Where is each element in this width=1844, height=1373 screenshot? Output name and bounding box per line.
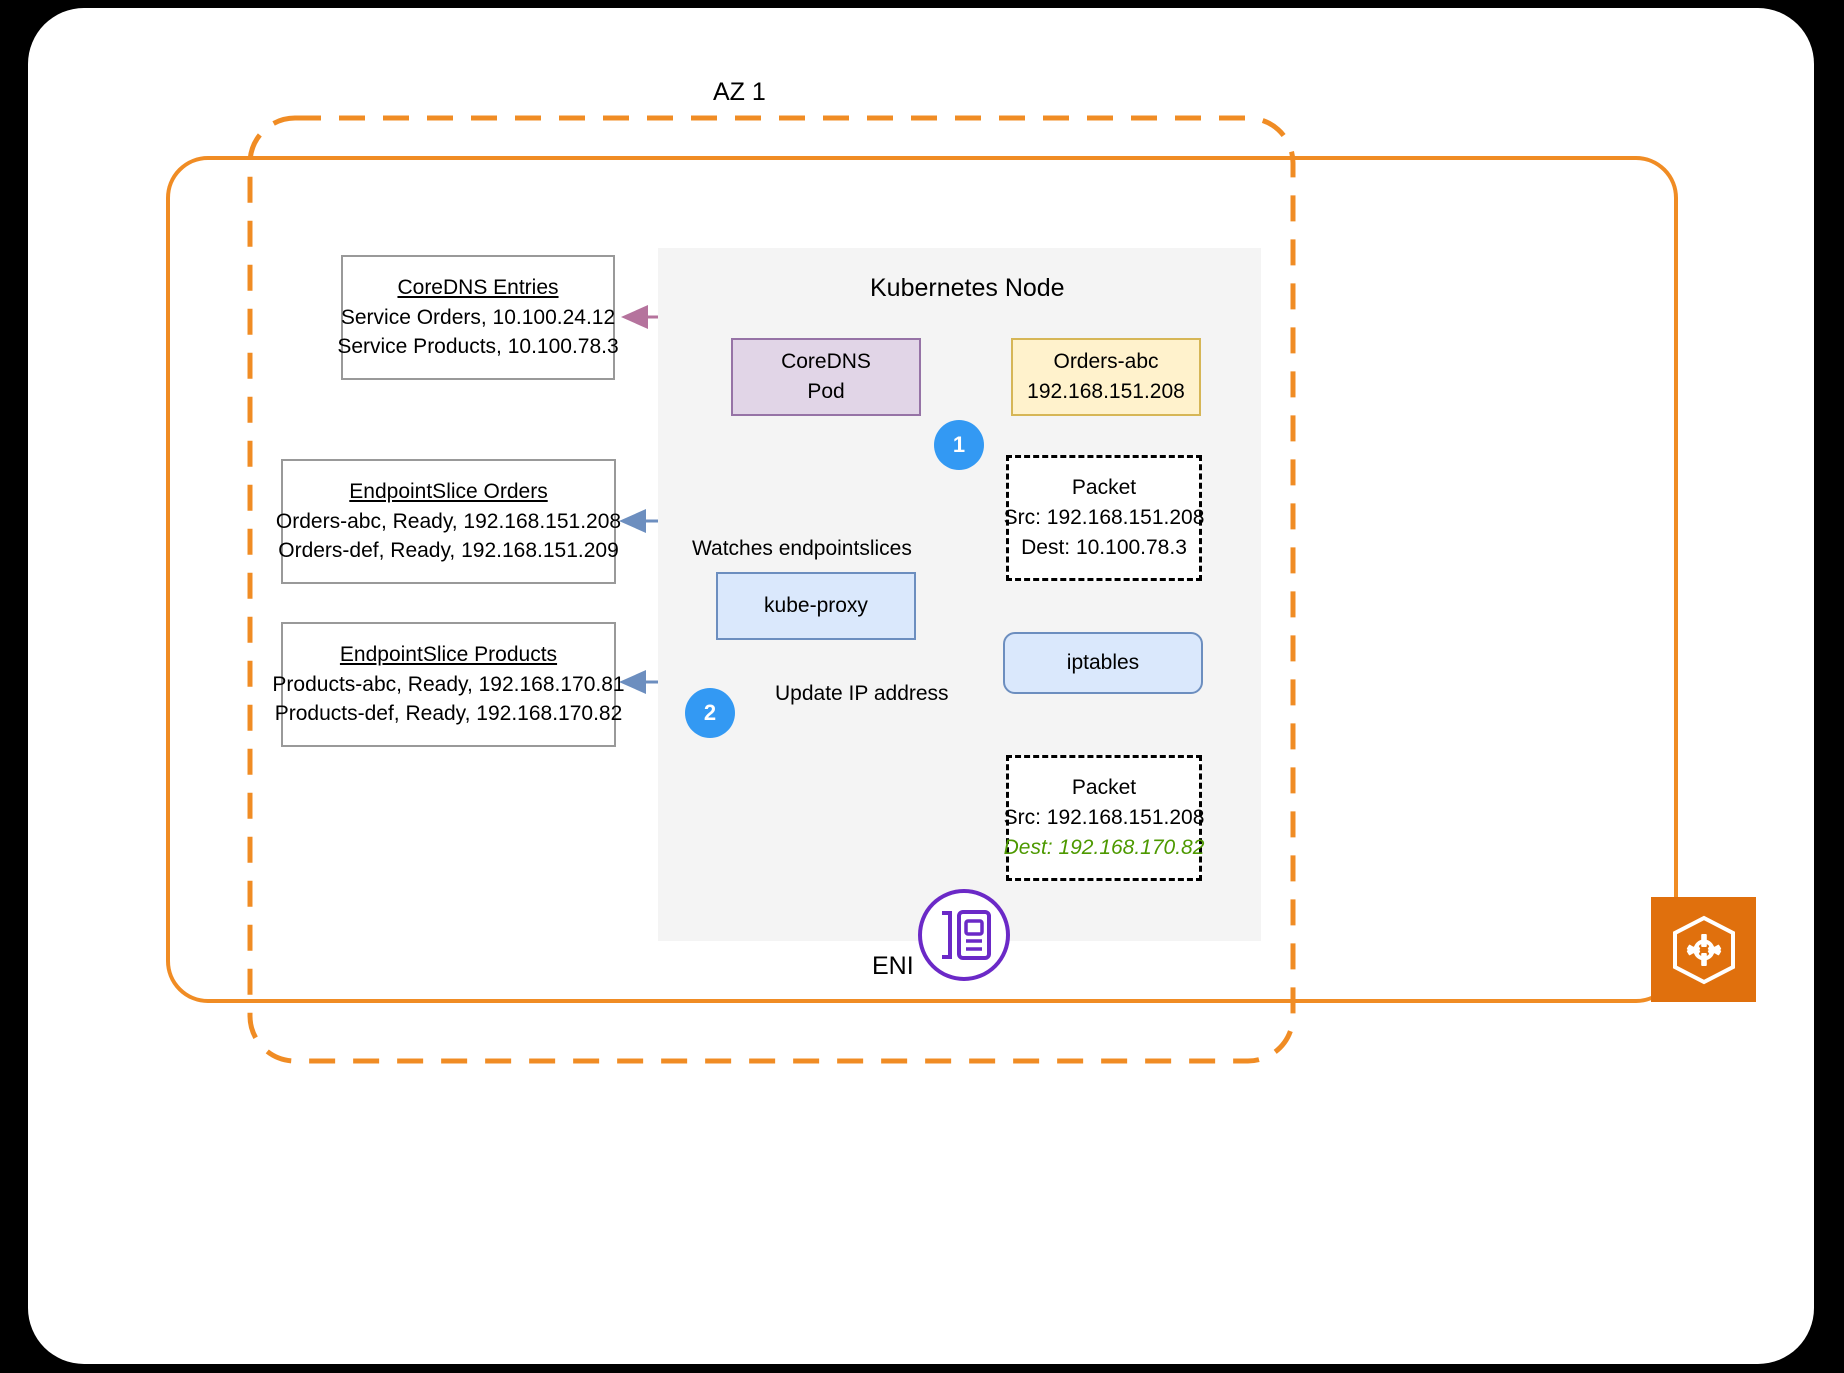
endpointslice-products-box: EndpointSlice Products Products-abc, Rea… xyxy=(272,622,625,747)
step-badge-1: 1 xyxy=(934,420,984,470)
orders-abc-label: Orders-abc xyxy=(1053,350,1159,374)
endpointslice-orders-title: EndpointSlice Orders xyxy=(349,479,548,503)
kubernetes-glyph-icon xyxy=(1672,915,1735,984)
coredns-entries-box: CoreDNS Entries Service Orders, 10.100.2… xyxy=(337,255,619,380)
packet-after-box: Packet Src: 192.168.151.208 Dest: 192.16… xyxy=(1003,755,1205,881)
coredns-pod-sublabel: Pod xyxy=(807,380,845,403)
endpointslice-products-row: Products-abc, Ready, 192.168.170.81 xyxy=(272,672,625,696)
coredns-pod-box[interactable]: CoreDNS Pod xyxy=(731,338,921,416)
packet-after-title: Packet xyxy=(1071,776,1137,800)
watches-endpointslices-label: Watches endpointslices xyxy=(692,537,912,560)
eni-label: ENI xyxy=(872,952,914,980)
coredns-pod-label: CoreDNS xyxy=(781,350,871,374)
step-badge-2: 2 xyxy=(685,688,735,738)
iptables-label: iptables xyxy=(1066,651,1140,675)
eks-logo-icon xyxy=(1651,897,1756,1002)
endpointslice-orders-row: Orders-abc, Ready, 192.168.151.208 xyxy=(275,509,622,533)
packet-after-src: Src: 192.168.151.208 xyxy=(1003,806,1205,830)
coredns-entry-row: Service Products, 10.100.78.3 xyxy=(337,335,619,359)
orders-abc-ip: 192.168.151.208 xyxy=(1027,380,1185,403)
az-title: AZ 1 xyxy=(713,78,766,106)
iptables-box[interactable]: iptables xyxy=(1003,632,1203,694)
packet-before-title: Packet xyxy=(1071,476,1137,500)
update-ip-address-label: Update IP address xyxy=(775,682,949,705)
kube-proxy-label: kube-proxy xyxy=(764,594,868,618)
packet-before-box: Packet Src: 192.168.151.208 Dest: 10.100… xyxy=(1003,455,1205,581)
endpointslice-products-row: Products-def, Ready, 192.168.170.82 xyxy=(274,702,623,726)
endpointslice-orders-box: EndpointSlice Orders Orders-abc, Ready, … xyxy=(276,459,621,584)
packet-before-src: Src: 192.168.151.208 xyxy=(1003,506,1205,530)
kubernetes-node-title: Kubernetes Node xyxy=(870,274,1065,302)
kube-proxy-box[interactable]: kube-proxy xyxy=(716,572,916,640)
endpointslice-orders-row: Orders-def, Ready, 192.168.151.209 xyxy=(278,539,619,563)
endpointslice-products-title: EndpointSlice Products xyxy=(339,642,558,666)
orders-abc-pod-box[interactable]: Orders-abc 192.168.151.208 xyxy=(1011,338,1201,416)
packet-after-dest: Dest: 192.168.170.82 xyxy=(1003,835,1205,859)
coredns-entries-title: CoreDNS Entries xyxy=(397,275,559,299)
coredns-entry-row: Service Orders, 10.100.24.12 xyxy=(340,305,616,329)
packet-before-dest: Dest: 10.100.78.3 xyxy=(1021,535,1187,559)
